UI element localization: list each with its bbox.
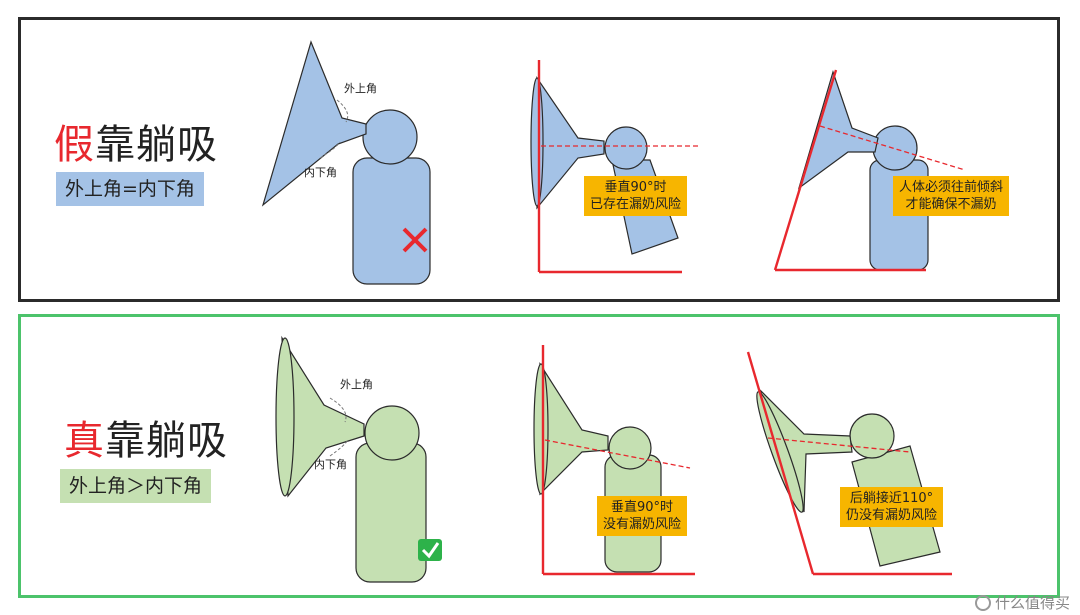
pump-flange [759, 389, 853, 513]
top-note-vertical-line2: 已存在漏奶风险 [590, 197, 682, 212]
bottom-note-recline-line1: 后躺接近110° [849, 491, 934, 506]
flange-rim [275, 337, 295, 497]
head-shape [362, 109, 418, 165]
watermark-logo-icon [974, 595, 991, 611]
bottom-title-rest: 靠躺吸 [105, 418, 228, 464]
top-title-highlight: 假 [54, 122, 95, 168]
top-figure-lean-forward [773, 69, 966, 272]
top-note-lean-line1: 人体必须往前倾斜 [899, 180, 1004, 195]
top-note-vertical-line1: 垂直90°时 [604, 180, 667, 195]
tilted-axis-line [773, 187, 802, 271]
label-inner-lower-angle: 内下角 [314, 457, 347, 471]
panel-true-recline [18, 314, 1060, 598]
pump-flange [281, 335, 365, 498]
bottom-note-vertical: 垂直90°时 没有漏奶风险 [597, 496, 688, 536]
top-note-lean: 人体必须往前倾斜 才能确保不漏奶 [893, 176, 1010, 216]
top-title: 假靠躺吸 [54, 125, 218, 165]
bottom-note-recline: 后躺接近110° 仍没有漏奶风险 [840, 487, 944, 527]
bottom-subtitle: 外上角＞内下角 [60, 469, 212, 503]
watermark: 什么值得买 [974, 592, 1070, 613]
body-shape [355, 442, 427, 583]
top-subtitle: 外上角=内下角 [56, 172, 204, 206]
head-shape [608, 426, 652, 470]
tilted-axis-line [746, 351, 815, 575]
bottom-note-vertical-line1: 垂直90°时 [610, 500, 674, 515]
inner-angle-arc [329, 439, 349, 457]
bottom-figure-pump-diagram: 外上角 内下角 [275, 335, 442, 583]
head-shape [872, 125, 918, 171]
bottom-note-vertical-line2: 没有漏奶风险 [603, 517, 682, 532]
bottom-title-highlight: 真 [64, 418, 105, 464]
flange-rim [530, 77, 544, 207]
head-shape [849, 413, 895, 459]
top-title-rest: 靠躺吸 [95, 122, 218, 168]
bottom-title: 真靠躺吸 [64, 421, 228, 461]
label-outer-upper-angle: 外上角 [340, 378, 373, 391]
top-figure-pump-diagram: 外上角 内下角 [261, 40, 431, 285]
inner-angle-arc [319, 141, 341, 159]
bottom-note-recline-line2: 仍没有漏奶风险 [846, 508, 938, 523]
top-note-lean-line2: 才能确保不漏奶 [905, 197, 997, 212]
top-figure-vertical-90 [530, 60, 700, 274]
cross-mark-icon [402, 227, 428, 253]
flange-red-line [798, 69, 838, 189]
head-shape [604, 126, 648, 170]
watermark-text: 什么值得买 [994, 594, 1070, 612]
top-note-vertical: 垂直90°时 已存在漏奶风险 [584, 176, 688, 216]
pump-flange [536, 76, 605, 210]
bottom-figure-recline-110 [746, 351, 952, 576]
pump-flange [797, 70, 879, 190]
outer-angle-arc [336, 99, 349, 123]
pump-flange [261, 40, 367, 207]
head-shape [364, 405, 420, 461]
check-mark-icon [418, 539, 442, 561]
reference-dashed-line [544, 439, 691, 469]
body-shape [352, 157, 431, 285]
label-inner-lower-angle: 内下角 [304, 165, 337, 179]
panel-false-recline [18, 17, 1060, 302]
reference-dashed-line [819, 125, 966, 171]
label-outer-upper-angle: 外上角 [344, 82, 377, 95]
pump-flange [539, 361, 609, 496]
bottom-figure-vertical-90 [533, 345, 695, 576]
flange-rim [533, 363, 549, 495]
